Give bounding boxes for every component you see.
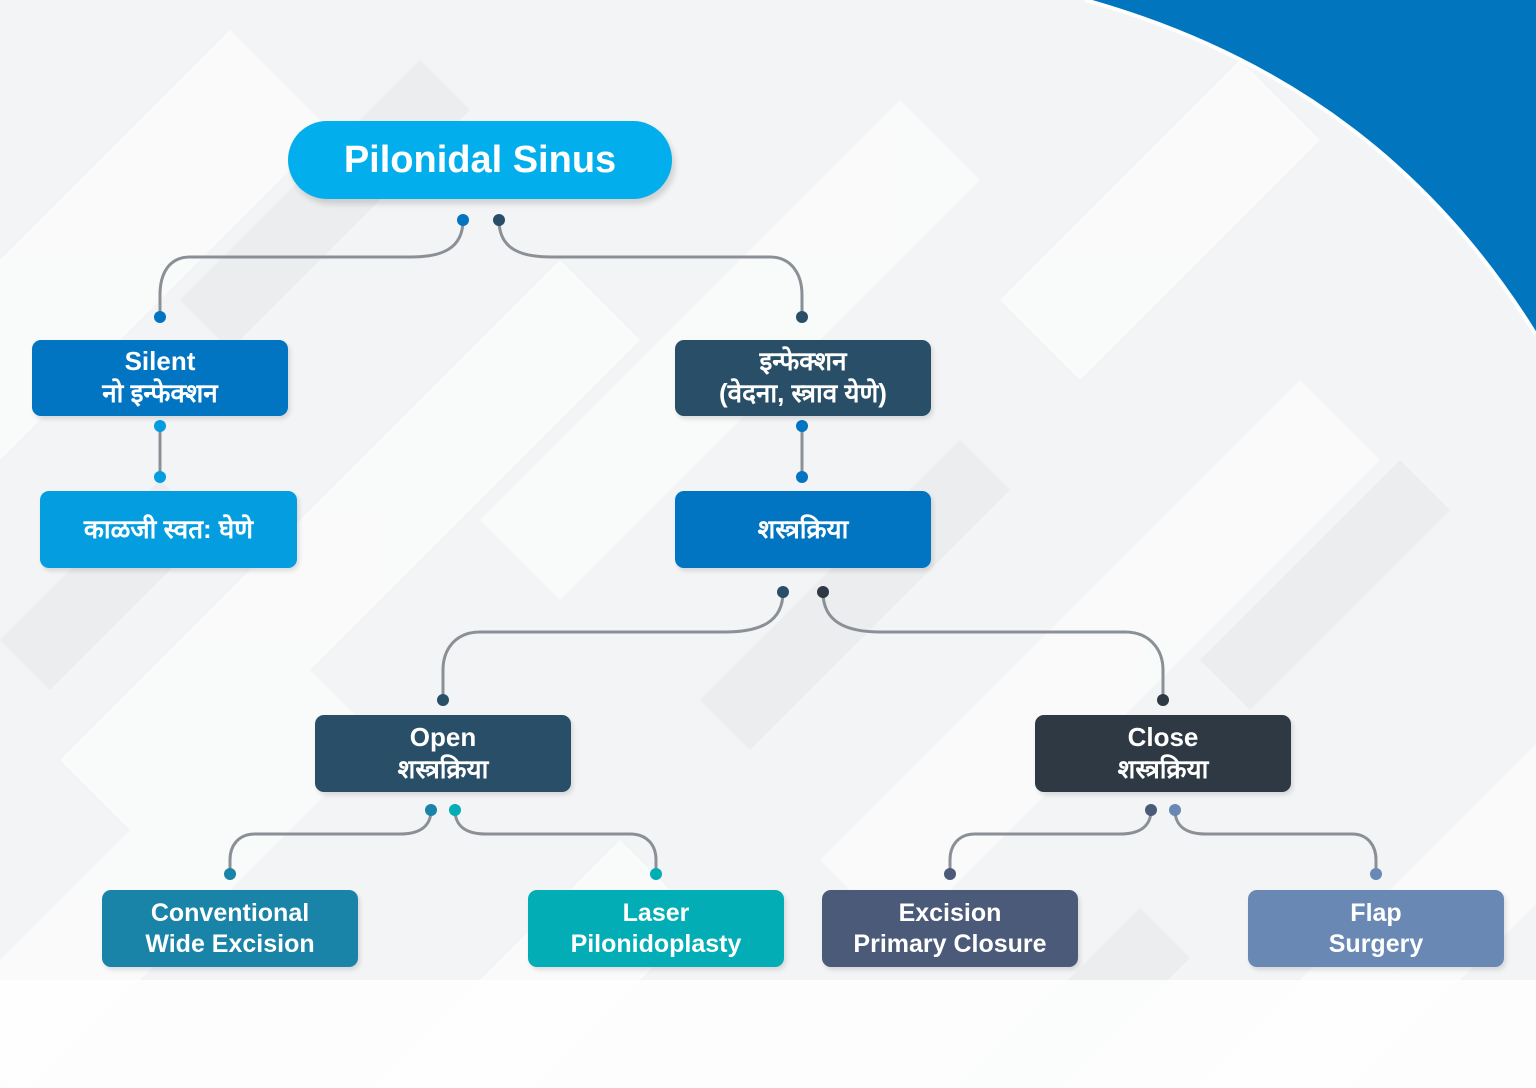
node-excision-primary-closure: Excision Primary Closure (822, 890, 1078, 967)
node-flap-line2: Surgery (1328, 929, 1424, 958)
connector-dot (457, 214, 469, 226)
connector-dot (154, 471, 166, 483)
node-conventional-wide-excision: Conventional Wide Excision (102, 890, 358, 967)
node-flap-surgery: Flap Surgery (1248, 890, 1504, 967)
node-surgery: शस्त्रक्रिया (675, 491, 931, 568)
connector-dot (224, 868, 236, 880)
connector-dot (796, 471, 808, 483)
connector-open-laser (453, 808, 658, 876)
connector-dot (1145, 804, 1157, 816)
connector-root-silent (158, 218, 465, 319)
node-flap-line1: Flap (1350, 899, 1402, 927)
connector-dot (493, 214, 505, 226)
connector-open-conventional (228, 808, 433, 876)
root-node-label: Pilonidal Sinus (343, 138, 617, 181)
node-excision-line2: Primary Closure (853, 929, 1047, 958)
node-close-line1: Close (1127, 721, 1199, 752)
node-laser-line1: Laser (622, 899, 690, 927)
connector-close-excision (948, 808, 1153, 876)
node-infection-line2: (वेदना, स्त्राव येणे) (719, 378, 887, 408)
node-surgery-label: शस्त्रक्रिया (757, 513, 849, 544)
node-laser-pilonidoplasty: Laser Pilonidoplasty (528, 890, 784, 967)
node-infection: इन्फेक्शन (वेदना, स्त्राव येणे) (675, 340, 931, 416)
connector-dot (154, 311, 166, 323)
node-silent-line1: Silent (124, 346, 196, 377)
connector-dot (777, 586, 789, 598)
connector-dot (1157, 694, 1169, 706)
connector-dot (1370, 868, 1382, 880)
connector-dot (944, 868, 956, 880)
node-open-surgery: Open शस्त्रक्रिया (315, 715, 571, 792)
corner-accent-swoosh (1085, 0, 1536, 335)
connector-close-flap (1173, 808, 1378, 876)
node-silent-line2: नो इन्फेक्शन (102, 378, 218, 408)
connector-dot (437, 694, 449, 706)
node-conventional-line1: Conventional (150, 899, 310, 927)
root-node-pilonidal-sinus: Pilonidal Sinus (288, 121, 672, 199)
node-open-line1: Open (409, 721, 477, 752)
connector-dot (1169, 804, 1181, 816)
connector-root-infection (497, 218, 804, 319)
node-laser-line2: Pilonidoplasty (570, 929, 742, 958)
connector-surgery-open (441, 590, 785, 702)
connector-dot (154, 420, 166, 432)
connector-surgery-close (821, 590, 1165, 702)
connector-dot (449, 804, 461, 816)
connector-dot (796, 420, 808, 432)
node-self-care: काळजी स्वत: घेणे (40, 491, 297, 568)
node-silent-no-infection: Silent नो इन्फेक्शन (32, 340, 288, 416)
node-close-line2: शस्त्रक्रिया (1117, 753, 1209, 784)
connector-dot (650, 868, 662, 880)
node-excision-line1: Excision (898, 899, 1002, 927)
node-open-line2: शस्त्रक्रिया (397, 753, 489, 784)
node-conventional-line2: Wide Excision (145, 929, 315, 958)
node-close-surgery: Close शस्त्रक्रिया (1035, 715, 1291, 792)
connector-dot (425, 804, 437, 816)
connector-dot (796, 311, 808, 323)
node-infection-line1: इन्फेक्शन (759, 346, 847, 377)
node-self-care-label: काळजी स्वत: घेणे (83, 513, 254, 544)
connector-dot (817, 586, 829, 598)
